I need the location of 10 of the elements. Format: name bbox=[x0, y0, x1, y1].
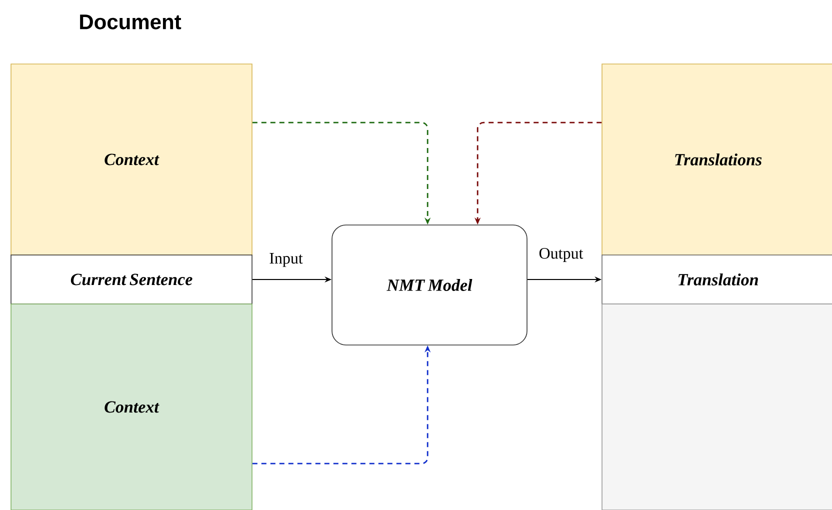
translations-box: Translations bbox=[602, 64, 832, 256]
sentence-box: Current Sentence bbox=[10, 254, 252, 304]
model-box: NMT Model bbox=[332, 224, 528, 346]
title: Document bbox=[80, 14, 182, 30]
context-box: Context bbox=[10, 304, 252, 510]
context-box: Context bbox=[10, 64, 252, 256]
edge-label: Output bbox=[538, 247, 584, 263]
translation-box: Translation bbox=[602, 254, 832, 304]
empty-box bbox=[602, 304, 832, 510]
edge-label: Input bbox=[268, 252, 304, 268]
